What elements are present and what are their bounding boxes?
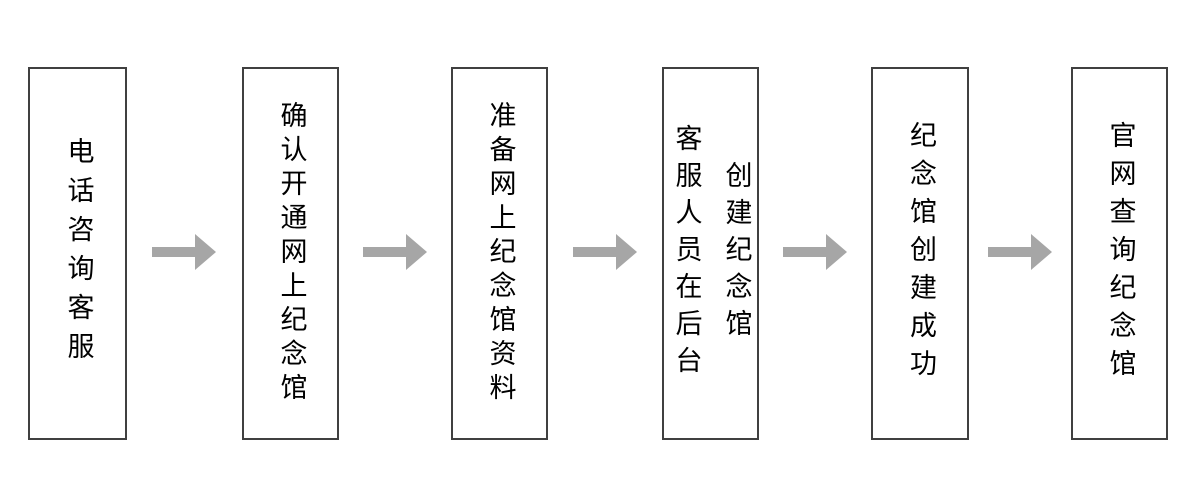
flow-step-5-box: 纪念馆创建成功 bbox=[871, 67, 969, 440]
flow-step-6-box: 官网查询纪念馆 bbox=[1071, 67, 1168, 440]
flow-step-3-label: 准备网上纪念馆资料 bbox=[484, 100, 516, 407]
right-arrow-icon bbox=[573, 234, 637, 270]
flow-step-4-label: 客服人员在后台 创建纪念馆 bbox=[670, 124, 752, 383]
right-arrow-icon bbox=[363, 234, 427, 270]
right-arrow-icon bbox=[988, 234, 1052, 270]
flow-step-1-label: 电话咨询客服 bbox=[62, 136, 94, 371]
right-arrow-icon bbox=[783, 234, 847, 270]
flow-step-2-label: 确认开通网上纪念馆 bbox=[275, 100, 307, 407]
right-arrow-icon bbox=[152, 234, 216, 270]
flow-step-3-box: 准备网上纪念馆资料 bbox=[451, 67, 548, 440]
flow-step-4-box: 客服人员在后台 创建纪念馆 bbox=[662, 67, 759, 440]
flow-step-6-label: 官网查询纪念馆 bbox=[1104, 120, 1136, 387]
flow-step-5-label: 纪念馆创建成功 bbox=[905, 120, 936, 387]
flow-step-2-box: 确认开通网上纪念馆 bbox=[242, 67, 339, 440]
flow-step-1-box: 电话咨询客服 bbox=[28, 67, 127, 440]
